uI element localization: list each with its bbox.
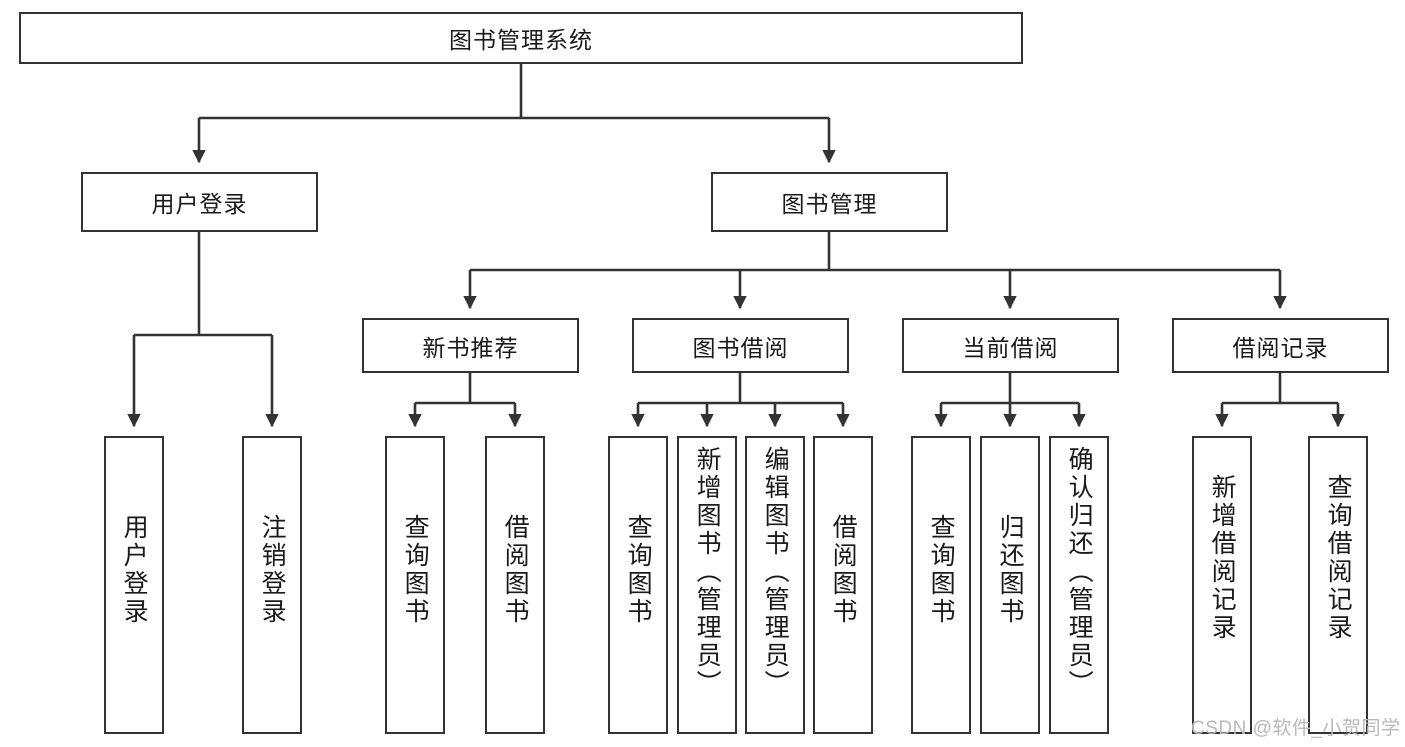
leaf-label: 查询借阅记录 <box>1324 474 1353 642</box>
leaf-label: 借阅图书 <box>501 514 530 626</box>
leaf-borrow-book-newbook[interactable]: 借阅图书 <box>485 436 545 734</box>
leaf-label: 编辑图书（管理员） <box>761 446 790 698</box>
leaf-label: 新增图书（管理员） <box>693 446 722 698</box>
node-book-borrowing[interactable]: 图书借阅 <box>632 318 849 373</box>
leaf-query-borrow-record[interactable]: 查询借阅记录 <box>1308 436 1368 734</box>
node-label: 当前借阅 <box>962 334 1059 361</box>
node-book-management[interactable]: 图书管理 <box>711 172 948 232</box>
leaf-label: 确认归还（管理员） <box>1065 446 1094 698</box>
leaf-add-borrow-record[interactable]: 新增借阅记录 <box>1192 436 1252 734</box>
leaf-query-book-current[interactable]: 查询图书 <box>911 436 971 734</box>
leaf-label: 查询图书 <box>401 514 430 626</box>
node-borrowing-record[interactable]: 借阅记录 <box>1172 318 1389 373</box>
leaf-query-book-borrow[interactable]: 查询图书 <box>608 436 668 734</box>
node-root-library-system[interactable]: 图书管理系统 <box>19 12 1023 64</box>
node-new-book-recommendation[interactable]: 新书推荐 <box>362 318 579 373</box>
leaf-user-login[interactable]: 用户登录 <box>104 436 164 734</box>
node-current-borrowing[interactable]: 当前借阅 <box>902 318 1119 373</box>
leaf-label: 查询图书 <box>927 514 956 626</box>
node-label: 新书推荐 <box>422 334 519 361</box>
leaf-query-book-newbook[interactable]: 查询图书 <box>385 436 445 734</box>
leaf-confirm-return-admin[interactable]: 确认归还（管理员） <box>1049 436 1109 734</box>
node-label: 图书管理系统 <box>449 27 593 53</box>
node-label: 图书管理 <box>781 191 878 217</box>
leaf-logout[interactable]: 注销登录 <box>242 436 302 734</box>
leaf-label: 归还图书 <box>996 514 1025 626</box>
leaf-add-book-admin[interactable]: 新增图书（管理员） <box>677 436 737 734</box>
node-label: 借阅记录 <box>1232 334 1329 361</box>
leaf-borrow-book-borrow[interactable]: 借阅图书 <box>813 436 873 734</box>
leaf-return-book[interactable]: 归还图书 <box>980 436 1040 734</box>
leaf-label: 借阅图书 <box>829 514 858 626</box>
node-user-login[interactable]: 用户登录 <box>81 172 318 232</box>
leaf-label: 新增借阅记录 <box>1208 474 1237 642</box>
leaf-label: 注销登录 <box>258 514 287 626</box>
node-label: 用户登录 <box>151 191 248 217</box>
leaf-edit-book-admin[interactable]: 编辑图书（管理员） <box>745 436 805 734</box>
leaf-label: 用户登录 <box>120 514 149 626</box>
leaf-label: 查询图书 <box>624 514 653 626</box>
node-label: 图书借阅 <box>692 334 789 361</box>
